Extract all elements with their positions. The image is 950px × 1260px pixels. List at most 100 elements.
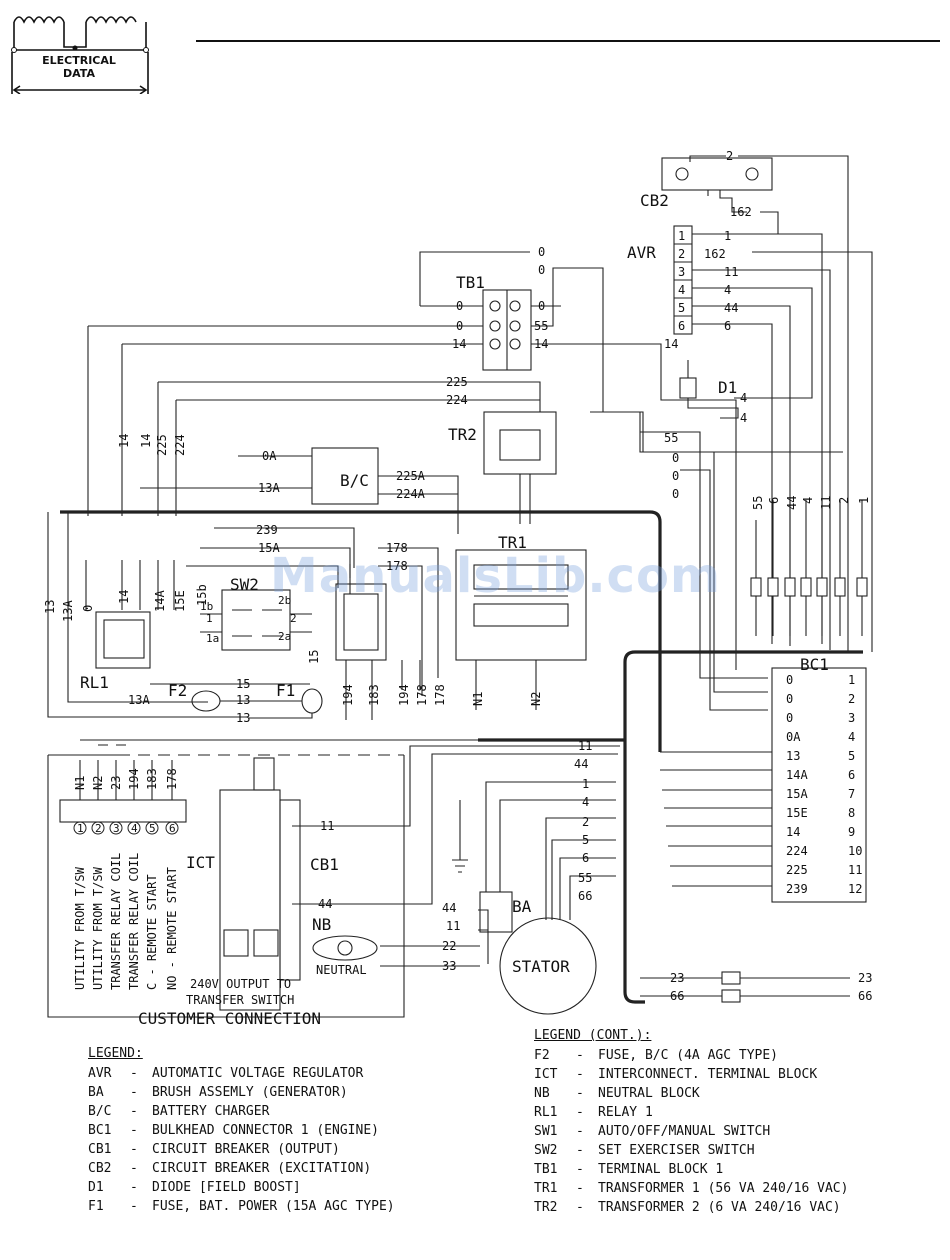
bc1-wire: 14 [786,825,800,839]
f1-body [301,688,323,714]
wiring-diagram: CB2 AVR TB1 TR2 TR1 D1 B/C SW2 RL1 F2 F1… [43,149,873,1028]
stator-body [499,917,597,1015]
sw2-pin: 1b [200,600,213,613]
watermark: ManualsLib.com [270,548,721,604]
legend-description: FUSE, BAT. POWER (15A AGC TYPE) [152,1199,395,1214]
ict-wire-label: 178 [165,768,179,790]
wire-label: 55 [534,319,548,333]
ict-wire-label: N1 [73,776,87,790]
bc1-wire: 225 [786,863,808,877]
bc1-pin: 1 [848,673,855,687]
wire-label: 0 [81,605,95,612]
sw2-pin: 1 [206,612,213,625]
wire-label: 0A [262,449,277,463]
wire-label: 14A [153,590,167,612]
wire-label: 178 [386,559,408,573]
wire-label: 4 [582,795,589,809]
legend-dash: - [576,1048,584,1063]
legend-code: B/C [88,1104,112,1119]
legend-row: BC1-BULKHEAD CONNECTOR 1 (ENGINE) [88,1123,508,1142]
wire-label: N2 [529,692,543,706]
wire-label: 14 [664,337,678,351]
wire-label: 13 [236,711,250,725]
legend-description: SET EXERCISER SWITCH [598,1143,755,1158]
ict-terminal-number: 6 [169,822,176,835]
ict-terminal-circle [145,821,159,835]
bc-label: B/C [340,471,369,490]
wire-label: 0 [538,245,545,259]
ict-terminal-number: 4 [131,822,138,835]
legend-code: RL1 [534,1105,558,1120]
wire-label: 4 [740,391,747,405]
legend-code: CB1 [88,1142,112,1157]
legend-description: TRANSFORMER 1 (56 VA 240/16 VAC) [598,1181,849,1196]
legend-description: CIRCUIT BREAKER (OUTPUT) [152,1142,340,1157]
legend-description: BULKHEAD CONNECTOR 1 (ENGINE) [152,1123,379,1138]
wire-label: 44 [785,496,799,510]
legend-title: LEGEND: [88,1046,143,1061]
f1-label: F1 [276,681,295,700]
legend-dash: - [130,1180,138,1195]
wire-label: 183 [367,684,381,706]
legend-description: NEUTRAL BLOCK [598,1086,700,1101]
legend-code: BA [88,1085,104,1100]
bc1-pin: 10 [848,844,862,858]
wire-label: 11 [578,739,592,753]
ict-terminal-circle [127,821,141,835]
bc1-pin: 4 [848,730,855,744]
legend-dash: - [130,1142,138,1157]
legend-description: CIRCUIT BREAKER (EXCITATION) [152,1161,372,1176]
legend-description: AUTO/OFF/MANUAL SWITCH [598,1124,771,1139]
wire-label: 2 [582,815,589,829]
wire-label: 66 [858,989,872,1003]
stator-label: STATOR [512,957,570,976]
wire-label: 13A [61,600,75,622]
bc1-pin: 7 [848,787,855,801]
wire-label: 44 [442,901,456,915]
legend-description: DIODE [FIELD BOOST] [152,1180,301,1195]
ict-wire-label: 194 [127,768,141,790]
wire-label: 14 [117,434,131,448]
bc1-wire: 0A [786,730,801,744]
wire-label: 162 [730,205,752,219]
wire-label: 1 [857,497,871,504]
cb2-body [661,157,773,191]
tb1-label: TB1 [456,273,485,292]
legend-code: NB [534,1086,550,1101]
legend-code: SW2 [534,1143,558,1158]
ict-terminal-number: 1 [77,822,84,835]
legend-dash: - [576,1181,584,1196]
wire-label: 15b [195,584,209,606]
legend-dash: - [576,1124,584,1139]
ict-wire-label: N2 [91,776,105,790]
legend-description: AUTOMATIC VOLTAGE REGULATOR [152,1066,364,1081]
legend-row: TR2-TRANSFORMER 2 (6 VA 240/16 VAC) [534,1200,934,1219]
legend-dash: - [130,1066,138,1081]
vertical-wire-labels: 14 14 225 224 13 13A 0 14 14A 15E 15b 15… [43,434,871,706]
legend-description: BRUSH ASSEMLY (GENERATOR) [152,1085,348,1100]
wire-label: 66 [578,889,592,903]
electrical-data-badge [11,16,149,94]
legend-row: F1-FUSE, BAT. POWER (15A AGC TYPE) [88,1199,508,1218]
ba-label: BA [512,897,532,916]
sw1-body [335,583,387,661]
f2-label: F2 [168,681,187,700]
bc1-pin: 2 [848,692,855,706]
ict-terminal-description: NO - REMOTE START [165,867,179,990]
wire-label: 66 [670,989,684,1003]
ict-body [59,799,187,823]
legend-dash: - [576,1105,584,1120]
bc1-wire: 14A [786,768,808,782]
wire-label: 1 [582,777,589,791]
ict-terminal-description: TRANSFER RELAY COIL [127,853,141,990]
legend-right-rows: F2-FUSE, B/C (4A AGC TYPE)ICT-INTERCONNE… [534,1048,934,1219]
wire-label: 11 [320,819,334,833]
wire-label: 55 [578,871,592,885]
avr-pin-number: 5 [678,301,685,315]
tr2-label: TR2 [448,425,477,444]
wire-label: 239 [256,523,278,537]
avr-pin-number: 4 [678,283,685,297]
